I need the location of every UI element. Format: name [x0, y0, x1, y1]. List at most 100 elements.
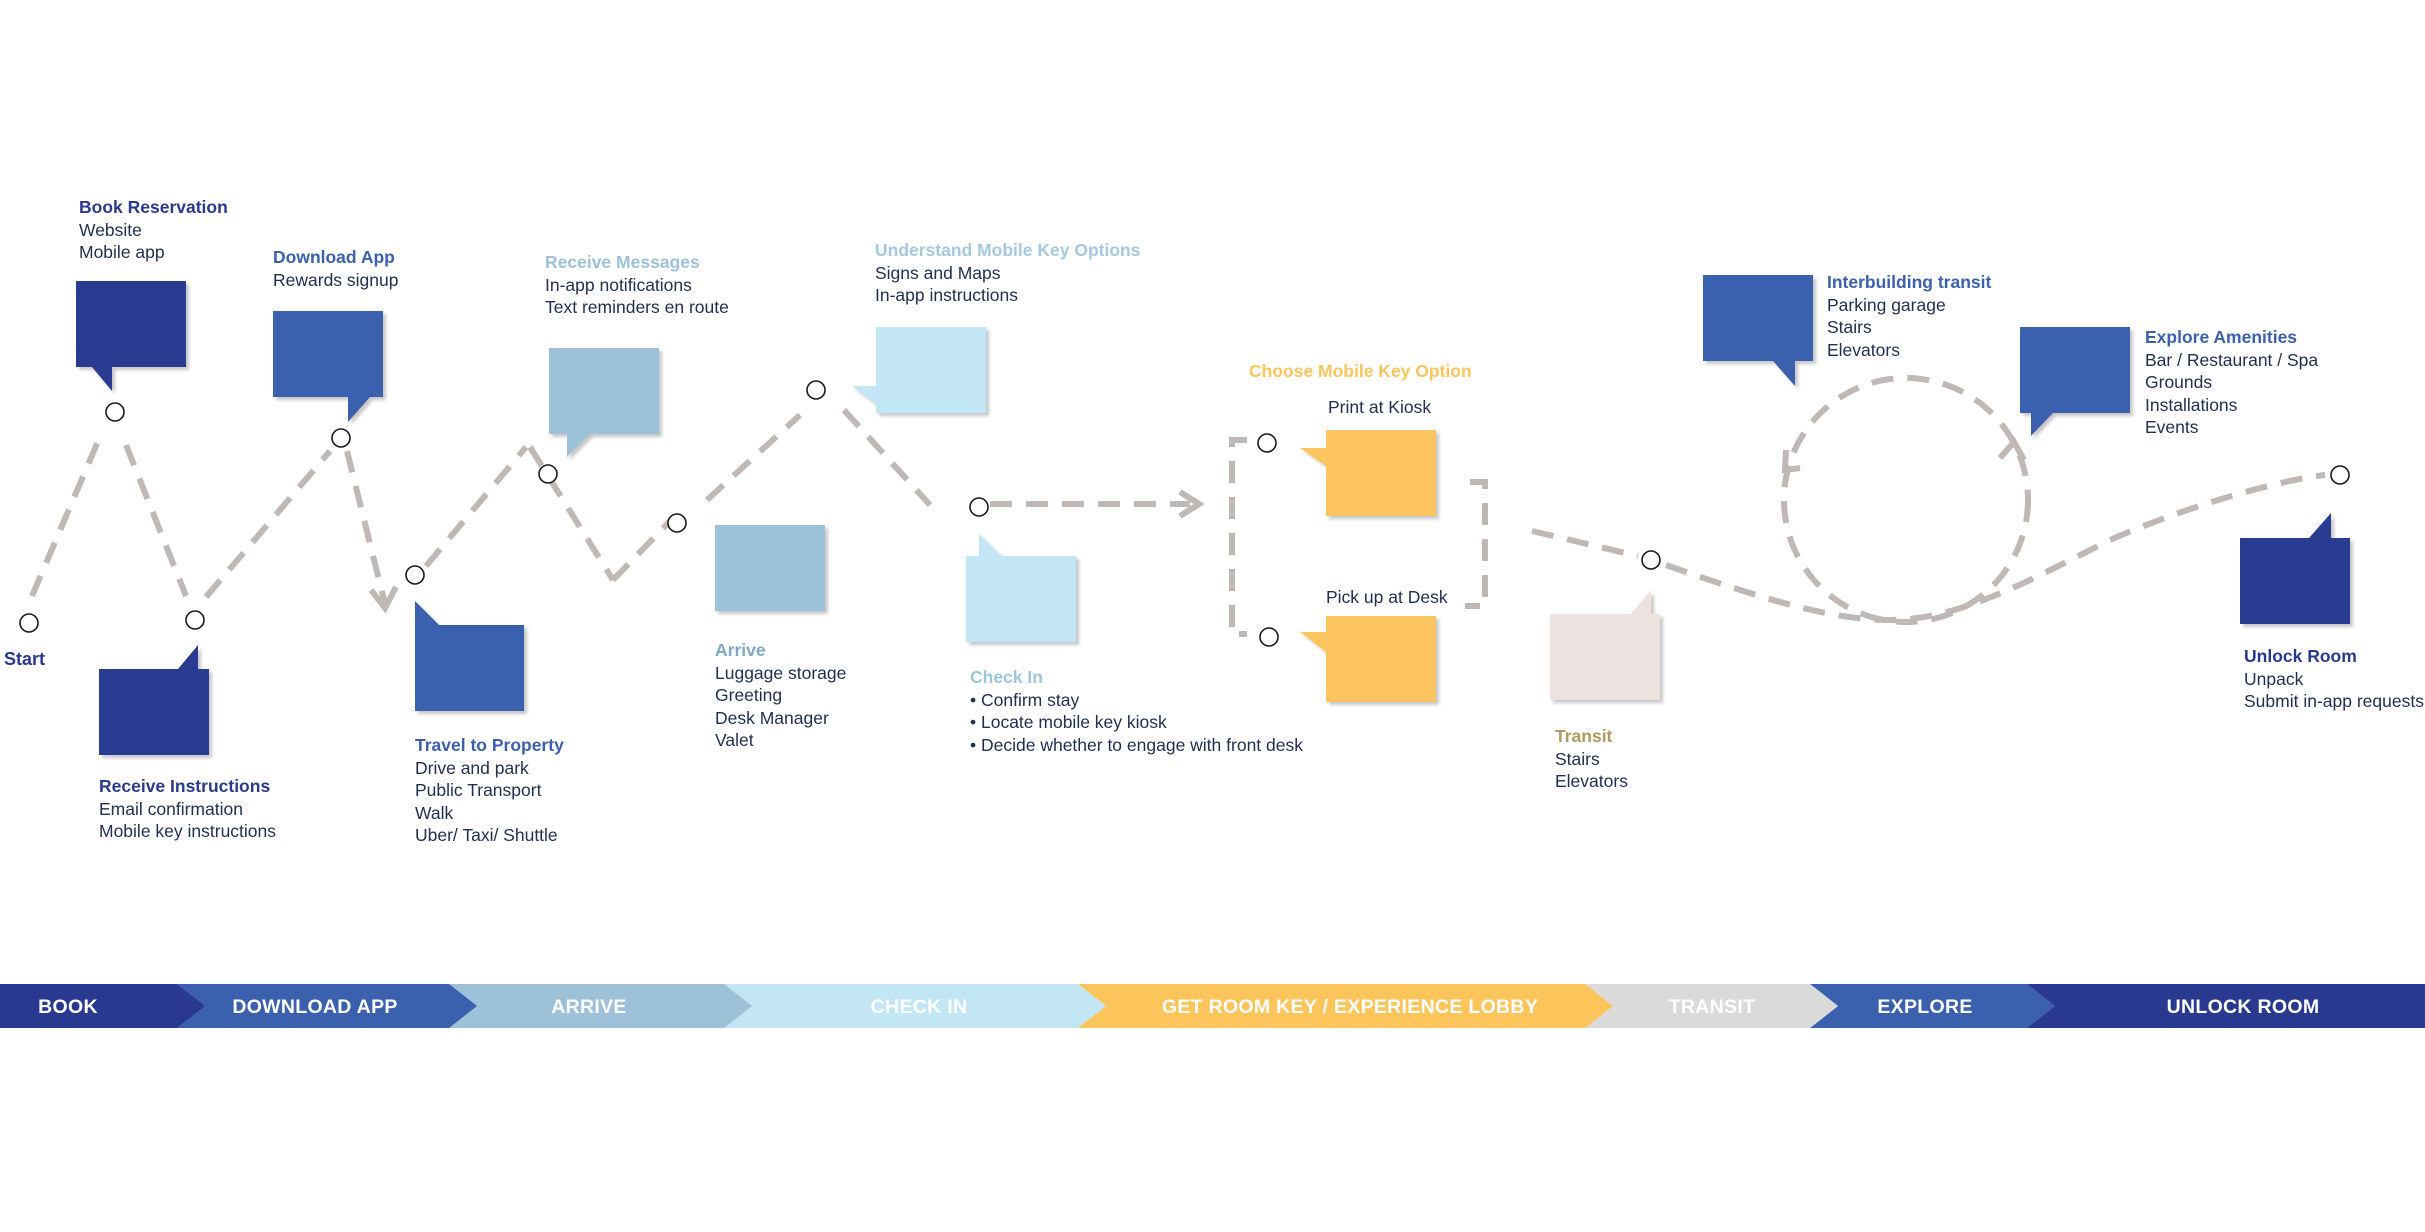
start-label: Start	[4, 649, 46, 669]
path-arrows	[368, 436, 2027, 614]
journey-node	[1641, 550, 1661, 570]
step-detail: Drive and park	[415, 757, 529, 778]
step-detail: Mobile app	[79, 242, 165, 262]
step-title: Interbuilding transit	[1827, 272, 1992, 292]
phase-segment	[1810, 984, 2055, 1028]
journey-path	[29, 375, 2326, 637]
step-check-in: Check In • Confirm stay • Locate mobile …	[970, 666, 1303, 756]
phase-label: CHECK IN	[871, 996, 968, 1018]
step-detail: Greeting	[715, 685, 783, 705]
phase-chevron-tip	[449, 984, 477, 1028]
step-detail: Signs and Maps	[875, 262, 1001, 283]
path-segment	[704, 412, 803, 503]
step-detail: Public Transport	[415, 780, 542, 800]
step-title: Check In	[970, 667, 1043, 687]
phase-segment	[724, 984, 1106, 1028]
speech-bubble	[415, 601, 524, 711]
phase-bar: BOOK DOWNLOAD APP ARRIVE CHECK IN GET ROOM K…	[0, 984, 2425, 1028]
step-detail: Luggage storage	[715, 662, 847, 683]
step-title: Explore Amenities	[2145, 327, 2298, 347]
path-segment	[610, 517, 674, 583]
pick-up-at-desk-label: Pick up at Desk	[1326, 587, 1448, 607]
phase-segment	[0, 984, 205, 1028]
step-detail: • Confirm stay	[970, 689, 1080, 710]
phase-label: UNLOCK ROOM	[2167, 996, 2320, 1018]
path-segment	[423, 445, 529, 568]
journey-node	[405, 565, 425, 585]
phase-label: BOOK	[38, 996, 98, 1018]
journey-node	[538, 464, 558, 484]
arrow-head	[368, 585, 399, 614]
step-explore-amenities: Explore Amenities Bar / Restaurant / Spa…	[2145, 326, 2318, 439]
phase-label: ARRIVE	[551, 996, 626, 1018]
step-detail: Mobile key instructions	[99, 821, 277, 841]
phase-segment	[1585, 984, 1838, 1028]
step-arrive: Arrive Luggage storage Greeting Desk Man…	[715, 639, 846, 752]
journey-nodes	[19, 380, 2350, 647]
step-detail: Parking garage	[1827, 294, 1946, 315]
step-detail: Text reminders en route	[545, 297, 729, 317]
phase-label: DOWNLOAD APP	[232, 996, 397, 1018]
step-detail: Stairs	[1827, 317, 1872, 337]
speech-bubble	[852, 327, 986, 413]
speech-bubble	[966, 534, 1076, 642]
step-choose-mobile-key: Choose Mobile Key Option	[1249, 360, 1472, 383]
speech-bubbles	[76, 275, 2350, 755]
step-detail: Website	[79, 219, 142, 240]
step-download-app: Download App Rewards signup	[273, 246, 398, 291]
journey-node	[331, 428, 351, 448]
step-detail: Events	[2145, 417, 2199, 437]
speech-bubble	[691, 525, 825, 611]
phase-chevron-tip	[1078, 984, 1106, 1028]
journey-node	[806, 380, 826, 400]
phase-segment	[1078, 984, 1613, 1028]
path-segment	[1465, 479, 1488, 609]
step-unlock-room: Unlock Room Unpack Submit in-app request…	[2244, 645, 2424, 713]
phase-segment	[2027, 984, 2425, 1028]
path-segment	[29, 430, 105, 598]
phase-chevron-tip	[177, 984, 205, 1028]
step-detail: Grounds	[2145, 372, 2213, 392]
journey-node	[1257, 433, 1277, 453]
speech-bubble	[273, 311, 383, 422]
journey-node	[2330, 465, 2350, 485]
speech-bubble	[76, 281, 186, 391]
phase-chevron-tip	[2027, 984, 2055, 1028]
step-detail: • Decide whether to engage with front de…	[970, 734, 1303, 755]
step-detail: In-app notifications	[545, 274, 692, 295]
step-interbuilding-transit: Interbuilding transit Parking garage Sta…	[1827, 271, 1991, 361]
speech-bubble	[2240, 513, 2350, 624]
path-segment	[841, 407, 933, 508]
step-detail: Stairs	[1555, 748, 1600, 769]
step-detail: • Locate mobile key kiosk	[970, 712, 1167, 732]
step-detail: Elevators	[1827, 339, 1900, 360]
step-detail: Desk Manager	[715, 707, 829, 728]
arrow-head	[1178, 489, 1205, 519]
phase-segment	[177, 984, 477, 1028]
step-detail: Uber/ Taxi/ Shuttle	[415, 825, 558, 845]
phase-chevron-tip	[724, 984, 752, 1028]
path-loop	[1781, 375, 2031, 625]
speech-bubble	[1550, 590, 1660, 700]
path-segment	[123, 443, 189, 598]
speech-bubble	[99, 645, 209, 755]
journey-node	[185, 610, 205, 630]
step-title: Arrive	[715, 640, 766, 660]
journey-node	[105, 402, 125, 422]
step-detail: Email confirmation	[99, 798, 243, 819]
step-detail: Bar / Restaurant / Spa	[2145, 349, 2319, 370]
step-detail: Rewards signup	[273, 269, 399, 290]
journey-node	[1259, 627, 1279, 647]
step-title: Download App	[273, 247, 395, 267]
speech-bubble	[1300, 430, 1436, 516]
phase-label: TRANSIT	[1669, 996, 1756, 1018]
phase-label: GET ROOM KEY / EXPERIENCE LOBBY	[1162, 996, 1538, 1018]
journey-node	[19, 613, 39, 633]
phase-segment	[449, 984, 752, 1028]
path-segment	[1665, 472, 2326, 624]
journey-node	[969, 497, 989, 517]
step-title: Book Reservation	[79, 197, 228, 217]
step-title: Choose Mobile Key Option	[1249, 361, 1472, 381]
path-segment	[344, 450, 388, 605]
